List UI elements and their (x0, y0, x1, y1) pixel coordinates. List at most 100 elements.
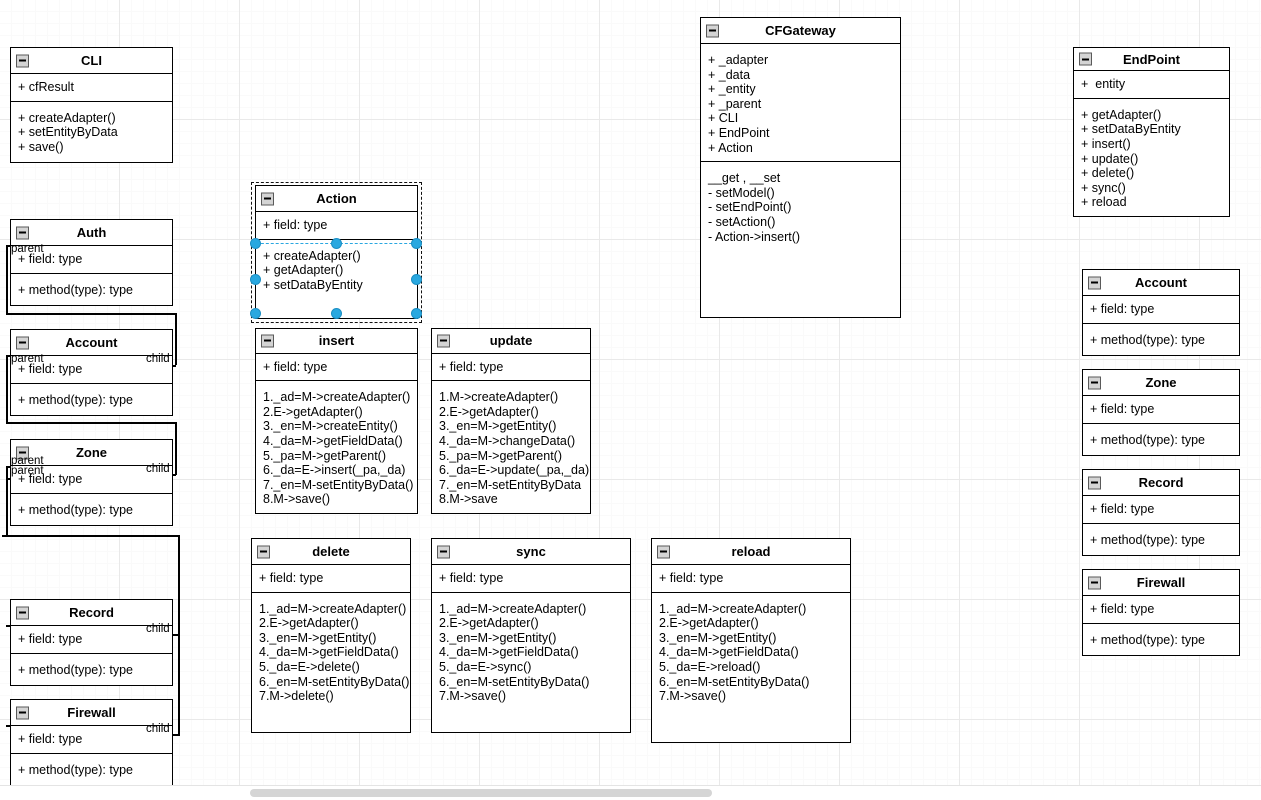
uml-class-endpoint[interactable]: EndPoint+ entity+ getAdapter()+ setDataB… (1073, 47, 1230, 217)
uml-attributes-compartment: + field: type (256, 354, 417, 382)
uml-attributes-compartment: + field: type (256, 212, 417, 240)
uml-operation: 4._da=M->changeData() (439, 434, 576, 449)
uml-class-title-bar: update (432, 329, 590, 354)
minus-box-icon[interactable] (16, 606, 29, 619)
uml-class-account-left[interactable]: Account + field: type + method(type): type (10, 329, 173, 416)
uml-attributes-compartment: + field: type (1083, 596, 1239, 624)
uml-operation: 3._en=M->getEntity() (659, 630, 777, 645)
uml-operations-compartment: 1._ad=M->createAdapter()2.E->getAdapter(… (652, 593, 850, 742)
uml-operation: + method(type): type (18, 282, 133, 297)
uml-operation: + method(type): type (1090, 532, 1205, 547)
uml-class-record-left[interactable]: Record+ field: type+ method(type): type (10, 599, 173, 686)
uml-attribute: + field: type (18, 632, 83, 646)
uml-operations-compartment: + method(type): type (11, 494, 172, 525)
minus-box-icon[interactable] (261, 192, 274, 205)
uml-attributes-compartment: + field: type (652, 565, 850, 593)
uml-operation: + method(type): type (18, 392, 133, 407)
uml-attribute: + field: type (1090, 502, 1155, 516)
uml-operation: 5._da=E->reload() (659, 659, 761, 674)
uml-operation: - Action->insert() (708, 229, 801, 244)
assoc-label-parent-zone-1: parent (11, 455, 44, 467)
uml-attribute: + field: type (259, 571, 324, 585)
uml-attribute: + cfResult (18, 80, 74, 94)
minus-box-icon[interactable] (437, 334, 450, 348)
selection-handle-sw[interactable] (250, 308, 261, 319)
minus-box-icon[interactable] (16, 706, 29, 719)
uml-operation: + method(type): type (1090, 432, 1205, 447)
uml-class-account-right[interactable]: Account+ field: type+ method(type): type (1082, 269, 1240, 356)
uml-operation: - setEndPoint() (708, 200, 792, 215)
minus-box-icon[interactable] (261, 334, 274, 348)
minus-box-icon[interactable] (1088, 576, 1101, 589)
uml-class-title-bar: EndPoint (1074, 48, 1229, 72)
uml-class-name: CFGateway (765, 23, 836, 38)
selection-handle-ne[interactable] (411, 238, 422, 249)
uml-class-firewall-left[interactable]: Firewall+ field: type+ method(type): typ… (10, 699, 173, 786)
uml-operations-compartment: + method(type): type (11, 384, 172, 415)
uml-operation: 7.M->save() (439, 689, 507, 704)
uml-operation: 5._da=E->sync() (439, 659, 532, 674)
minus-box-icon[interactable] (1088, 376, 1101, 389)
uml-attributes-compartment: + field: type (11, 726, 172, 754)
uml-attributes-compartment: + field: type (1083, 396, 1239, 424)
uml-operation: + method(type): type (1090, 632, 1205, 647)
selection-handle-nw[interactable] (250, 238, 261, 249)
uml-operation: 3._en=M->getEntity() (439, 419, 557, 434)
assoc-line-auth-left (6, 245, 8, 313)
uml-class-cli[interactable]: CLI+ cfResult+ createAdapter()+ setEntit… (10, 47, 173, 163)
uml-attribute: + field: type (18, 362, 83, 376)
assoc-label-parent-zone-2: parent (11, 465, 44, 477)
uml-class-record-right[interactable]: Record+ field: type+ method(type): type (1082, 469, 1240, 556)
selection-handle-w[interactable] (250, 274, 261, 285)
selection-handle-s[interactable] (331, 308, 342, 319)
assoc-line-account-left (6, 355, 8, 423)
selection-handle-n[interactable] (331, 238, 342, 249)
uml-class-name: Zone (1145, 375, 1177, 390)
uml-operations-compartment: 1.M->createAdapter()2.E->getAdapter()3._… (432, 381, 590, 513)
uml-class-zone-right[interactable]: Zone + field: type + method(type): type (1082, 369, 1240, 456)
uml-operations-compartment: + getAdapter()+ setDataByEntity+ insert(… (1074, 99, 1229, 216)
uml-operation: + setDataByEntity (1081, 122, 1181, 137)
uml-operation: 6._da=E->update(_pa,_da) (439, 463, 590, 478)
uml-class-firewall-right[interactable]: Firewall+ field: type+ method(type): typ… (1082, 569, 1240, 656)
uml-attribute: + _entity (708, 82, 756, 97)
minus-box-icon[interactable] (657, 545, 670, 558)
horizontal-scrollbar-track[interactable] (0, 785, 1261, 800)
minus-box-icon[interactable] (257, 545, 270, 558)
horizontal-scrollbar-thumb[interactable] (250, 789, 712, 797)
uml-operation: 7._en=M-setEntityByData (439, 477, 582, 492)
minus-box-icon[interactable] (16, 54, 29, 67)
uml-attribute: + _data (708, 67, 751, 82)
uml-class-title-bar: Auth (11, 220, 172, 246)
uml-attribute: + field: type (439, 571, 504, 585)
uml-operation: + method(type): type (18, 502, 133, 517)
minus-box-icon[interactable] (16, 336, 29, 349)
uml-class-zone-left[interactable]: Zone+ field: type+ method(type): type (10, 439, 173, 526)
minus-box-icon[interactable] (706, 24, 719, 37)
minus-box-icon[interactable] (16, 446, 29, 459)
assoc-label-child-account: child (146, 353, 170, 365)
minus-box-icon[interactable] (437, 545, 450, 558)
uml-class-cfgateway[interactable]: CFGateway+ _adapter+ _data+ _entity+ _pa… (700, 17, 901, 318)
uml-class-title-bar: Account (11, 330, 172, 356)
assoc-label-parent-auth: parent (11, 243, 44, 255)
minus-box-icon[interactable] (16, 226, 29, 239)
minus-box-icon[interactable] (1079, 52, 1092, 66)
uml-class-auth[interactable]: Auth+ field: type+ method(type): type (10, 219, 173, 306)
minus-box-icon[interactable] (1088, 476, 1101, 489)
uml-operations-compartment: + createAdapter()+ setEntityByData+ save… (11, 102, 172, 162)
uml-operation: 4._da=M->getFieldData() (659, 645, 799, 660)
uml-attribute: + field: type (1090, 602, 1155, 616)
minus-box-icon[interactable] (1088, 276, 1101, 289)
uml-operation: 5._pa=M->getParent() (263, 448, 386, 463)
selection-handle-se[interactable] (411, 308, 422, 319)
uml-class-action[interactable]: Action+ field: type+ createAdapter()+ ge… (255, 185, 418, 319)
selection-handle-e[interactable] (411, 274, 422, 285)
uml-operation: 6._en=M-setEntityByData() (259, 674, 410, 689)
